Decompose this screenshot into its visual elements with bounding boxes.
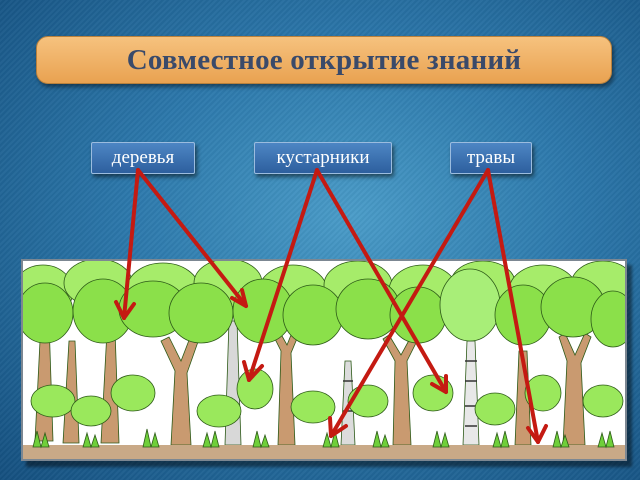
page-title: Совместное открытие знаний [126,43,522,76]
label-trees[interactable]: деревья [91,142,195,174]
forest-drawing [23,261,625,459]
label-shrubs[interactable]: кустарники [254,142,392,174]
title-banner: Совместное открытие знаний [36,36,612,84]
label-grasses[interactable]: травы [450,142,532,174]
forest-illustration [21,259,627,461]
